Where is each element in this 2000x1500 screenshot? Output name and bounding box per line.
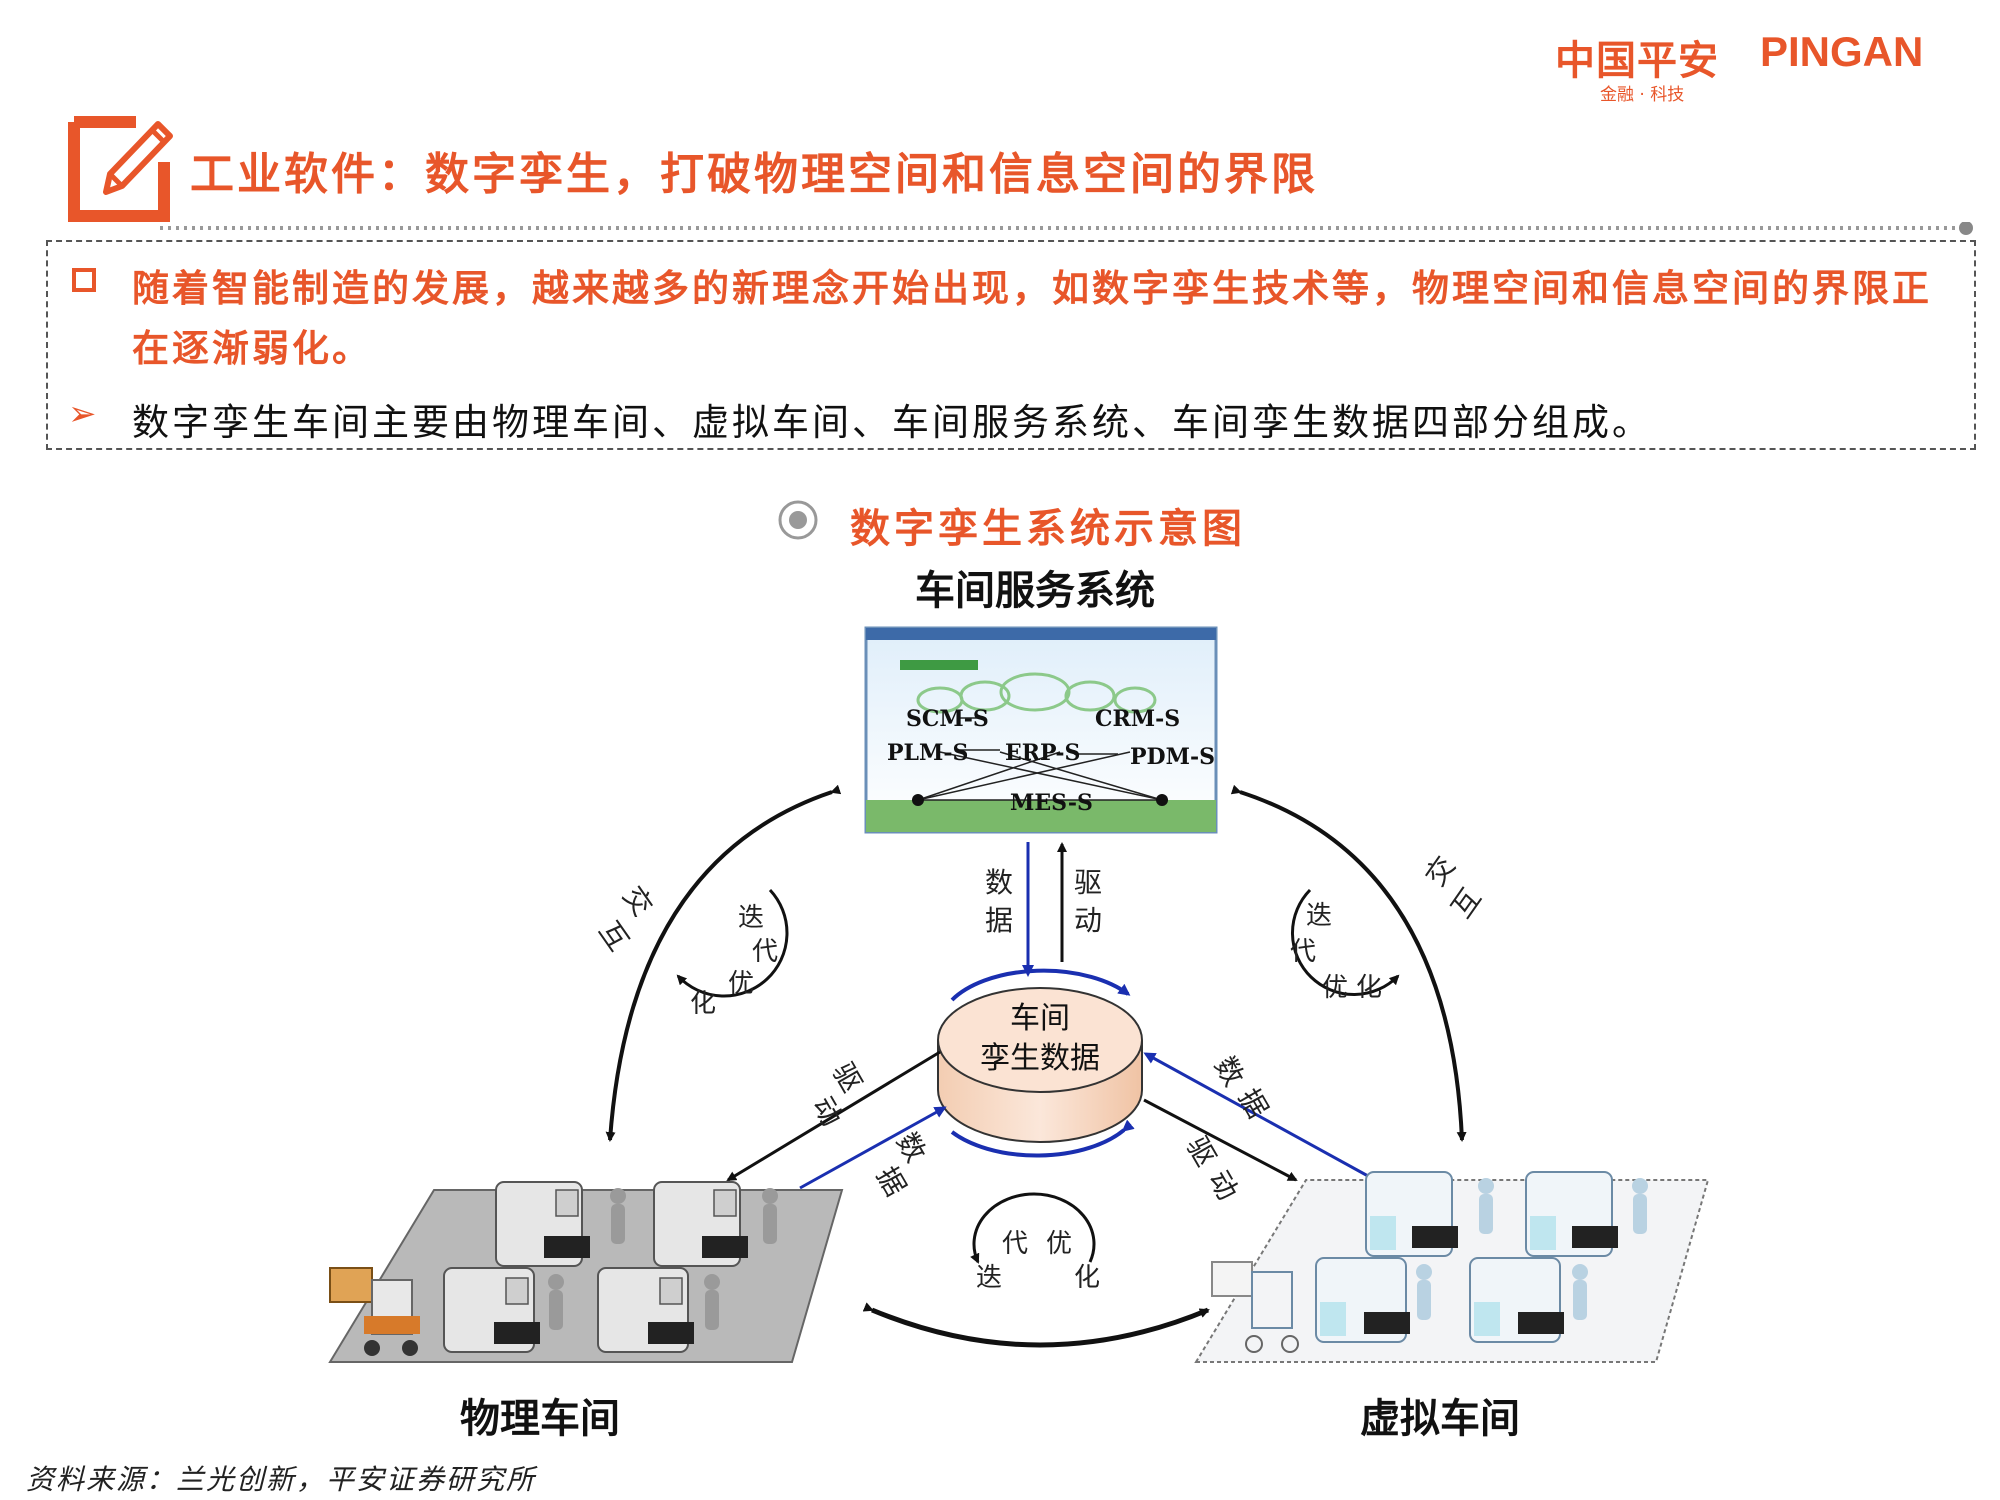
svg-text:化: 化: [1074, 1263, 1100, 1293]
label-data-l2: 据: [870, 1161, 913, 1202]
arc-bottom: [862, 1302, 1210, 1348]
virtual-workshop: [1194, 1171, 1710, 1363]
module-crm: CRM-S: [1095, 706, 1180, 732]
loop-iterate-left: 迭 代 优 化: [676, 888, 789, 1019]
svg-text:迭: 迭: [1306, 901, 1332, 931]
svg-text:化: 化: [1356, 973, 1382, 1003]
svg-text:迭: 迭: [738, 903, 764, 933]
loop-iterate-bottom: 代 优 迭 化: [970, 1192, 1100, 1293]
service-system-screen: SCM-S CRM-S PLM-S ERP-S PDM-S MES-S: [864, 626, 1218, 834]
summary-box: [46, 240, 1976, 450]
logo-tagline: 金融 · 科技: [1600, 85, 1685, 105]
title-divider: [160, 222, 1973, 235]
hub-line-2: 孪生数据: [980, 1041, 1100, 1076]
label-interact-1: 交: [616, 880, 659, 922]
arrow-data-left: [799, 1106, 947, 1190]
svg-text:优: 优: [1046, 1229, 1072, 1259]
pen-square-icon: [68, 116, 173, 222]
target-bullet-icon: [778, 500, 818, 540]
label-drive-v1: 驱: [1074, 866, 1102, 899]
hub-line-1: 车间: [1010, 1001, 1070, 1036]
service-system-title: 车间服务系统: [915, 568, 1155, 614]
virtual-workshop-label: 虚拟车间: [1360, 1396, 1520, 1442]
svg-text:代: 代: [1002, 1229, 1028, 1259]
label-data-v2: 据: [985, 904, 1013, 937]
square-bullet-icon: [72, 268, 96, 292]
module-scm: SCM-S: [906, 706, 989, 732]
module-pdm: PDM-S: [1130, 744, 1215, 770]
label-interact-2: 互: [592, 915, 635, 957]
summary-highlight: 随着智能制造的发展，越来越多的新理念开始出现，如数字孪生技术等，物理空间和信息空…: [132, 266, 1932, 370]
arrow-data-right: [1143, 1052, 1369, 1178]
module-plm: PLM-S: [887, 740, 968, 766]
arc-interact-right: [1230, 784, 1467, 1142]
twin-data-hub: 车间 孪生数据: [937, 968, 1143, 1158]
arrow-drive-right: [1143, 1098, 1298, 1182]
module-erp: ERP-S: [1005, 740, 1080, 766]
logo-en: PINGAN: [1760, 28, 1924, 75]
svg-text:优: 优: [728, 969, 754, 999]
arrow-drive-left: [726, 1050, 941, 1182]
svg-text:化: 化: [690, 989, 716, 1019]
label-interact-3: 交: [1419, 850, 1462, 892]
label-drive-l2: 动: [806, 1091, 849, 1132]
label-data-r2: 据: [1232, 1083, 1275, 1124]
arc-interact-left: [605, 784, 842, 1142]
physical-workshop: [328, 1181, 844, 1363]
label-data-v1: 数: [985, 866, 1013, 899]
arrow-bullet-icon: ➢: [68, 394, 97, 434]
source-note: 资料来源：兰光创新，平安证券研究所: [26, 1463, 537, 1496]
label-data-r1: 数: [1208, 1051, 1251, 1092]
summary-detail: 数字孪生车间主要由物理车间、虚拟车间、车间服务系统、车间孪生数据四部分组成。: [132, 401, 1652, 444]
digital-twin-diagram: 车间服务系统 SCM-S CRM-S PLM-S ERP-S PDM-S MES…: [328, 568, 1710, 1442]
label-drive-v2: 动: [1074, 904, 1102, 937]
svg-text:优: 优: [1322, 973, 1348, 1003]
figure-caption: 数字孪生系统示意图: [850, 505, 1246, 552]
page-title: 工业软件：数字孪生，打破物理空间和信息空间的界限: [190, 149, 1318, 200]
label-interact-4: 互: [1445, 882, 1488, 924]
physical-workshop-label: 物理车间: [460, 1396, 620, 1442]
loop-iterate-right: 迭 代 优 化: [1290, 888, 1400, 1003]
module-mes: MES-S: [1010, 790, 1093, 816]
svg-text:迭: 迭: [976, 1263, 1002, 1293]
svg-text:代: 代: [1290, 937, 1316, 967]
svg-text:代: 代: [752, 937, 778, 967]
label-drive-r2: 动: [1202, 1165, 1245, 1206]
logo-cn: 中国平安: [1555, 38, 1719, 84]
